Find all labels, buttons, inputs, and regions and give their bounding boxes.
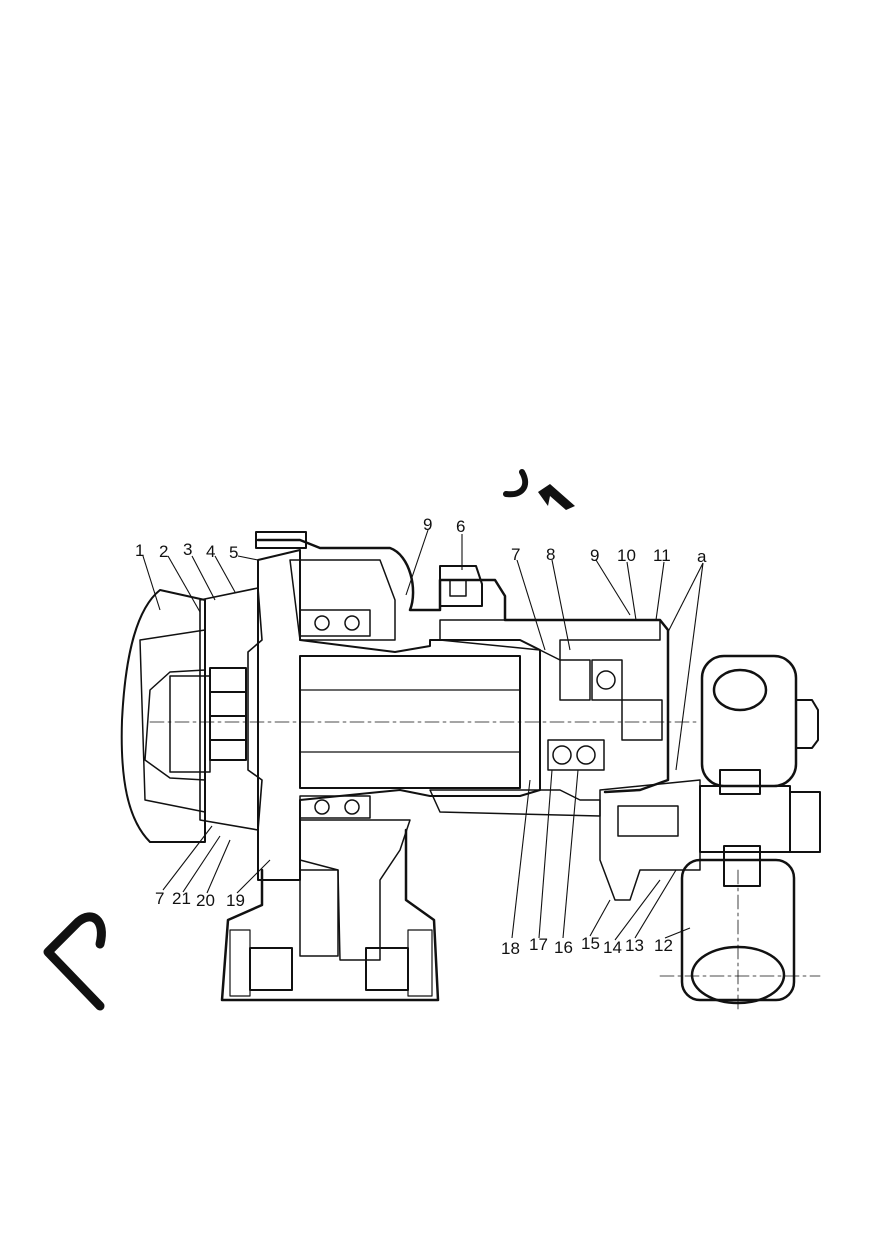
callout-11: 11 (653, 546, 671, 565)
callout-19: 19 (226, 891, 245, 910)
callout-10: 10 (617, 546, 636, 565)
corner-mark-top (503, 469, 575, 510)
callout-3: 3 (183, 540, 192, 559)
callout-9-right: 9 (590, 546, 599, 565)
nut-stack (209, 667, 247, 761)
callout-a: a (697, 547, 707, 566)
callout-14: 14 (603, 938, 622, 957)
callouts-top: 1 2 3 4 5 9 6 7 8 9 10 11 a (135, 515, 707, 566)
callout-4: 4 (206, 542, 215, 561)
callout-2: 2 (159, 542, 168, 561)
bearing-group (547, 659, 663, 771)
callout-21: 21 (172, 889, 191, 908)
callout-13: 13 (625, 936, 644, 955)
callout-8: 8 (546, 545, 555, 564)
leader-lines (142, 529, 704, 941)
callout-20: 20 (196, 891, 215, 910)
callout-1: 1 (135, 541, 144, 560)
callout-9-left: 9 (423, 515, 432, 534)
callouts-bottom-left: 7 21 20 19 (155, 889, 245, 910)
drive-housing (120, 531, 701, 881)
callout-5: 5 (229, 543, 238, 562)
callout-18: 18 (501, 939, 520, 958)
corner-mark-left (43, 912, 106, 1011)
callout-6: 6 (456, 517, 465, 536)
callout-17: 17 (529, 935, 548, 954)
support-stand (220, 795, 440, 1002)
callout-15: 15 (581, 934, 600, 953)
callouts-bottom-right: 18 17 16 15 14 13 12 (501, 934, 673, 958)
callout-7-bottom: 7 (155, 889, 164, 908)
callout-12: 12 (654, 936, 673, 955)
callout-7-top: 7 (511, 545, 520, 564)
motor-unit (599, 654, 821, 1011)
callout-16: 16 (554, 938, 573, 957)
